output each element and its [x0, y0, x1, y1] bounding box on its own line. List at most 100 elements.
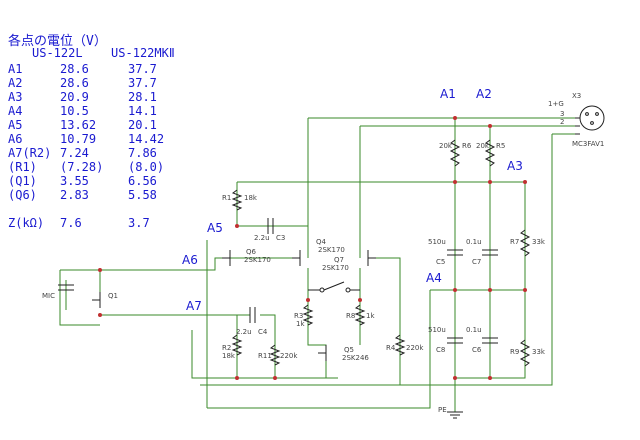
resistor-r9	[519, 339, 531, 367]
label-a6: A6	[182, 253, 198, 267]
row-value: 2.83	[60, 188, 89, 202]
row-value: (7.28)	[60, 160, 104, 174]
label-c6-val: 0.1u	[466, 326, 482, 334]
label-x3-part: MC3FAV1	[572, 140, 604, 148]
label-r1: R1	[222, 194, 231, 202]
row-value: 3.7	[128, 216, 150, 230]
label-r6-val: 20k	[439, 142, 453, 150]
row-value: 6.56	[128, 174, 157, 188]
junctions	[98, 116, 527, 380]
row-label: A7(R2)	[8, 146, 52, 160]
row-label: (Q1)	[8, 174, 37, 188]
label-mic: MIC	[42, 292, 55, 300]
row-value: 28.1	[128, 90, 157, 104]
label-q5-part: 2SK246	[342, 354, 369, 362]
row-value: 14.42	[128, 132, 165, 146]
label-c4: C4	[258, 328, 268, 336]
label-c4-val: 2.2u	[236, 328, 252, 336]
label-r8-val: 1k	[366, 312, 375, 320]
resistor-r6	[449, 139, 461, 167]
label-x3: X3	[572, 92, 581, 100]
label-pin1: 1+G	[548, 100, 564, 108]
transistor-q4	[292, 250, 301, 266]
label-r2: R2	[222, 344, 231, 352]
row-value: 37.7	[128, 62, 157, 76]
label-q1: Q1	[108, 292, 118, 300]
row-value: 20.1	[128, 118, 157, 132]
label-r9: R9	[510, 348, 519, 356]
resistor-r8	[354, 304, 366, 326]
row-value: 7.24	[60, 146, 89, 160]
capacitor-c8	[447, 337, 463, 344]
capacitor-c5	[447, 249, 463, 256]
row-value: 5.58	[128, 188, 157, 202]
label-a1: A1	[440, 87, 456, 101]
label-c7-val: 0.1u	[466, 238, 482, 246]
switch-lever	[308, 281, 360, 291]
transistor-q1	[92, 292, 101, 308]
label-r7: R7	[510, 238, 519, 246]
row-value: 13.62	[60, 118, 97, 132]
row-label: (Q6)	[8, 188, 37, 202]
capacitor-c3	[267, 218, 274, 234]
label-c8: C8	[436, 346, 445, 354]
row-label: A5	[8, 118, 23, 132]
label-a5: A5	[207, 221, 223, 235]
row-label: A6	[8, 132, 23, 146]
label-c5-val: 510u	[428, 238, 446, 246]
column-header-1: US-122L	[32, 46, 83, 60]
table-title: 各点の電位（V）	[8, 34, 107, 49]
label-r9-val: 33k	[532, 348, 546, 356]
label-r11-val: 220k	[280, 352, 298, 360]
label-r1-val: 18k	[244, 194, 258, 202]
resistor-r7	[519, 229, 531, 257]
label-a4: A4	[426, 271, 442, 285]
label-c3-val: 2.2u	[254, 234, 270, 242]
xlr-connector	[579, 105, 605, 131]
label-r3-val: 1k	[296, 320, 305, 328]
row-value: 28.6	[60, 62, 89, 76]
label-q4: Q4	[316, 238, 327, 246]
row-value: 3.55	[60, 174, 89, 188]
table-column-headers: US-122L US-122MKⅡ	[32, 46, 175, 60]
transistor-q5	[318, 345, 327, 361]
label-pe: PE	[438, 406, 447, 414]
label-q7-part: 2SK170	[322, 264, 349, 272]
label-pin2: 2	[560, 118, 564, 126]
label-r4-val: 220k	[406, 344, 424, 352]
label-r7-val: 33k	[532, 238, 546, 246]
switch-contact-left	[319, 287, 325, 293]
label-r5-val: 20k	[476, 142, 490, 150]
label-a7: A7	[186, 299, 202, 313]
resistor-r5	[484, 139, 496, 167]
row-label: Z(kΩ)	[8, 216, 45, 230]
switch-contact-right	[345, 287, 351, 293]
resistor-r4	[394, 334, 406, 356]
label-c3: C3	[276, 234, 285, 242]
row-label: (R1)	[8, 160, 37, 174]
resistor-r11	[269, 344, 281, 366]
label-c6: C6	[472, 346, 482, 354]
row-value: (8.0)	[128, 160, 165, 174]
capacitor-c7	[482, 249, 498, 256]
row-value: 10.79	[60, 132, 97, 146]
capacitor-c4	[249, 307, 256, 323]
label-c8-val: 510u	[428, 326, 446, 334]
row-value: 10.5	[60, 104, 89, 118]
label-q7: Q7	[334, 256, 344, 264]
label-r6: R6	[462, 142, 472, 150]
column-header-2: US-122MKⅡ	[111, 46, 175, 60]
mic-capacitor	[58, 284, 74, 291]
components	[58, 105, 605, 419]
row-value: 28.6	[60, 76, 89, 90]
row-value: 37.7	[128, 76, 157, 90]
label-r2-val: 18k	[222, 352, 236, 360]
label-q5: Q5	[344, 346, 354, 354]
label-c7: C7	[472, 258, 481, 266]
component-labels: MIC Q1 Q4 2SK170 Q6 2SK170 Q7 2SK170 Q5 …	[42, 92, 604, 414]
label-r5: R5	[496, 142, 505, 150]
label-q6: Q6	[246, 248, 257, 256]
label-r8: R8	[346, 312, 355, 320]
label-a3: A3	[507, 159, 523, 173]
